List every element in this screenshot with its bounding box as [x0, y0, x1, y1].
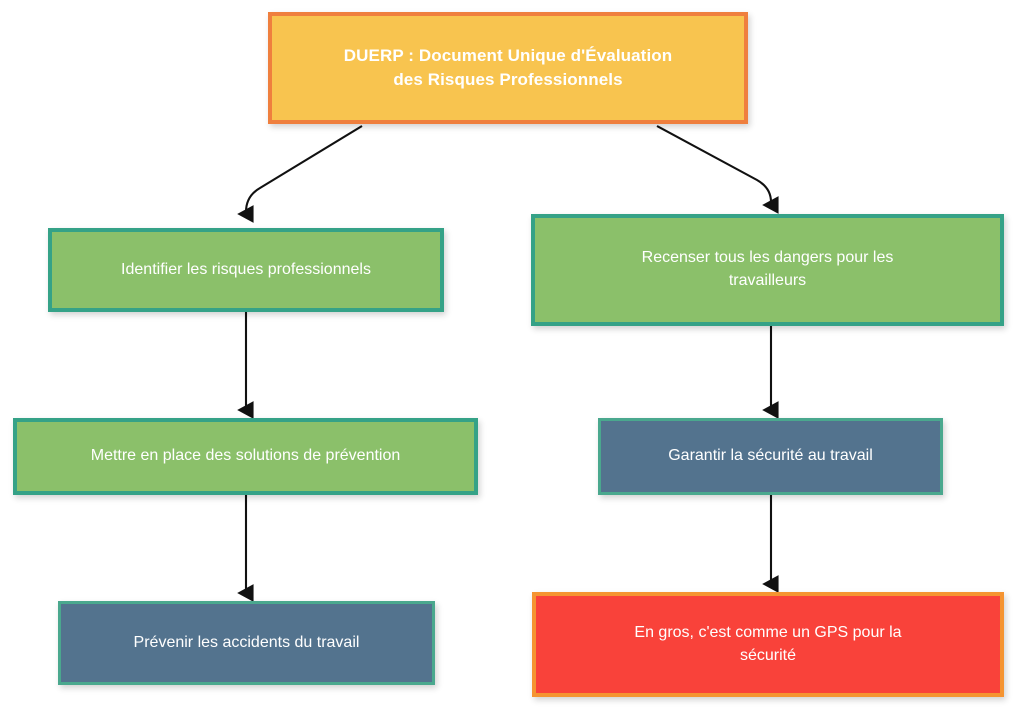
- node-root[interactable]: DUERP : Document Unique d'Évaluation des…: [268, 12, 748, 124]
- node-prevenir-accidents[interactable]: Prévenir les accidents du travail: [58, 601, 435, 685]
- edge-root-to-identifier: [237, 125, 363, 223]
- node-prevenir-accidents-label: Prévenir les accidents du travail: [133, 633, 360, 651]
- node-identifier-risques-label: Identifier les risques professionnels: [121, 260, 371, 278]
- node-solutions-prevention[interactable]: Mettre en place des solutions de prévent…: [13, 418, 478, 495]
- node-gps-securite-label: En gros, c'est comme un GPS pour la sécu…: [634, 623, 902, 664]
- node-garantir-securite-label: Garantir la sécurité au travail: [668, 447, 873, 465]
- node-recenser-dangers[interactable]: Recenser tous les dangers pour les trava…: [531, 214, 1004, 326]
- node-garantir-securite[interactable]: Garantir la sécurité au travail: [598, 418, 943, 495]
- node-recenser-dangers-label: Recenser tous les dangers pour les trava…: [641, 249, 894, 289]
- node-solutions-prevention-label: Mettre en place des solutions de prévent…: [90, 447, 401, 465]
- node-gps-securite[interactable]: En gros, c'est comme un GPS pour la sécu…: [532, 592, 1004, 697]
- edge-root-to-recenser: [656, 125, 779, 214]
- node-root-label: DUERP : Document Unique d'Évaluation des…: [343, 45, 673, 89]
- node-identifier-risques[interactable]: Identifier les risques professionnels: [48, 228, 444, 312]
